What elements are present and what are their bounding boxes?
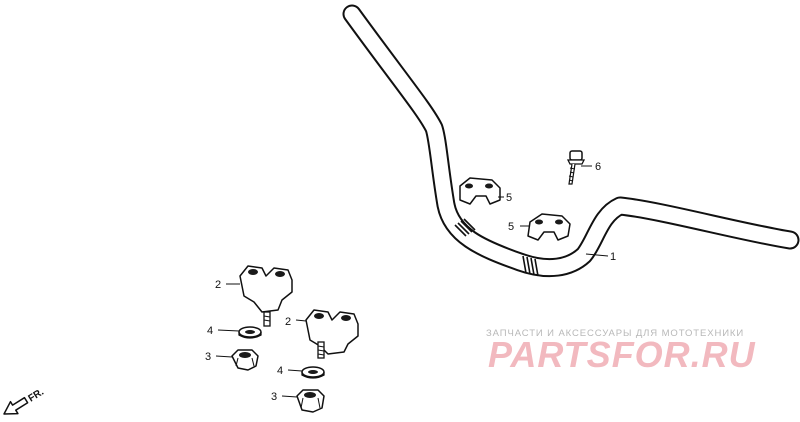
upper-holder-a [459, 177, 501, 205]
nut-a [231, 349, 259, 371]
handlebar [342, 4, 800, 278]
front-direction-arrow: FR. [3, 387, 46, 415]
washer-a [238, 326, 262, 339]
callout-labels: 1 2 2 3 3 4 4 5 5 6 [205, 161, 616, 403]
callout-part-1: 1 [610, 251, 616, 263]
leader-lines [215, 165, 609, 398]
knurl-right [522, 255, 539, 277]
watermark-logo: PARTSFOR.RU [488, 334, 756, 375]
watermark-caption: ЗАПЧАСТИ И АКСЕССУАРЫ ДЛЯ МОТОТЕХНИКИ [486, 328, 745, 339]
callout-part-4-upper: 4 [207, 325, 213, 337]
callout-part-5-lower: 5 [508, 221, 514, 233]
callout-part-3-lower: 3 [271, 391, 277, 403]
front-direction-label: FR. [26, 387, 46, 405]
washer-b [301, 366, 325, 379]
nut-b [296, 389, 325, 413]
lower-holder-a [239, 265, 293, 327]
lower-holder-b [305, 309, 359, 359]
holder-bolt [566, 150, 586, 185]
callout-part-2-lower: 2 [285, 316, 291, 328]
callout-part-2-upper: 2 [215, 279, 221, 291]
callout-part-6: 6 [595, 161, 601, 173]
callout-part-3-upper: 3 [205, 351, 211, 363]
callout-part-5-upper: 5 [506, 192, 512, 204]
upper-holder-b [527, 213, 571, 241]
callout-part-4-lower: 4 [277, 365, 283, 377]
knurl-left [454, 218, 476, 237]
